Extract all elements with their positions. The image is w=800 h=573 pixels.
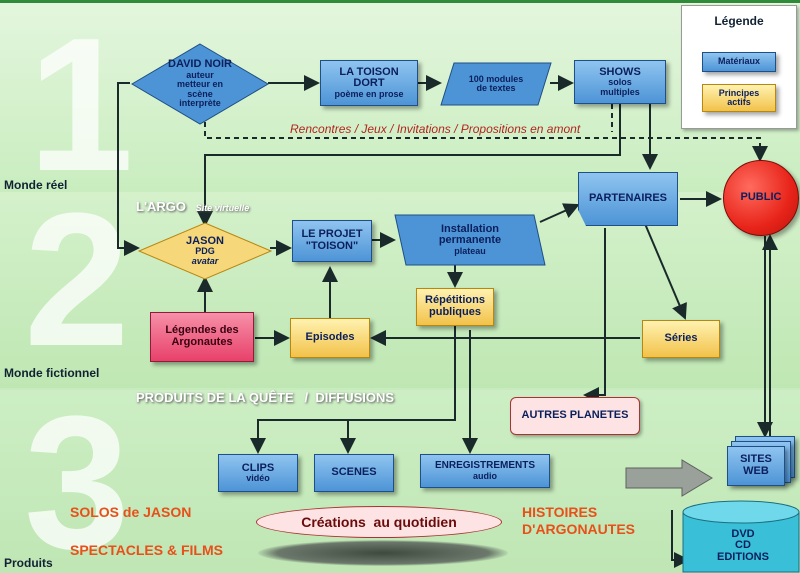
- legend-principles-line1: Principes: [718, 87, 760, 98]
- jason-line1: JASON: [186, 234, 224, 247]
- node-creations: Créations au quotidien: [256, 506, 502, 538]
- legend-materials: Matériaux: [702, 52, 776, 72]
- node-partenaires: PARTENAIRES: [578, 172, 678, 226]
- episodes-label: Episodes: [305, 331, 355, 344]
- jason-line3: avatar: [191, 255, 219, 266]
- dvd-line1: DVD: [731, 527, 755, 540]
- partenaires-label: PARTENAIRES: [588, 192, 668, 205]
- enregistrements-line2: audio: [473, 470, 497, 481]
- node-episodes: Episodes: [290, 318, 370, 358]
- node-dvd: DVD CD EDITIONS: [700, 522, 786, 570]
- jason-line2: PDG: [195, 246, 215, 257]
- argo-subtitle: Site virtuelle: [195, 203, 250, 213]
- legend-box: Légende Matériaux Principes actifs: [681, 5, 797, 129]
- spectacles-films-text: SPECTACLES & FILMS: [70, 542, 223, 558]
- installation-line2: permanente: [438, 234, 502, 247]
- david-noir-line4: interprète: [179, 98, 221, 109]
- shows-line1: SHOWS: [599, 65, 641, 78]
- repetitions-line1: Répétitions: [425, 294, 485, 307]
- sites-web-line2: WEB: [743, 465, 769, 477]
- modules-line1: 100 modules: [468, 73, 524, 84]
- node-autres-planetes: AUTRES PLANETES: [510, 397, 640, 435]
- scenes-label: SCENES: [331, 466, 377, 479]
- repetitions-line2: publiques: [429, 306, 481, 318]
- argo-title: L'ARGO: [136, 199, 187, 214]
- histoires-argonautes-text: HISTOIRES D'ARGONAUTES: [522, 504, 635, 538]
- installation-shape: [394, 214, 546, 266]
- creations-shadow: [258, 540, 508, 566]
- shows-line2: solos: [608, 77, 632, 88]
- node-sites-web: SITES WEB: [727, 446, 785, 486]
- node-100-modules: 100 modules de textes: [452, 64, 540, 104]
- section-number-2: 2: [24, 174, 130, 386]
- toison-line2: DORT: [353, 77, 385, 90]
- node-jason: JASON PDG avatar: [175, 230, 235, 272]
- node-shows: SHOWS solos multiples: [574, 60, 666, 104]
- series-label: Séries: [664, 332, 698, 345]
- legendes-line2: Argonautes: [171, 336, 233, 348]
- dvd-cylinder-shape: [682, 500, 800, 573]
- installation-line1: Installation: [440, 222, 500, 235]
- solos-jason-text: SOLOS de JASON: [70, 504, 192, 520]
- clips-line2: vidéo: [246, 473, 270, 484]
- rencontres-text: Rencontres / Jeux / Invitations / Propos…: [290, 122, 581, 136]
- david-noir-line3: metteur en scène: [176, 79, 223, 99]
- node-david-noir: DAVID NOIR auteur metteur en scène inter…: [165, 56, 235, 112]
- grey-arrow-icon: [625, 459, 713, 497]
- jason-shape: [138, 222, 272, 280]
- legend-principles-line2: actifs: [727, 97, 751, 107]
- enregistrements-line1: ENREGISTREMENTS: [434, 460, 535, 472]
- zone-label-fictional-world: Monde fictionnel: [4, 366, 100, 380]
- legendes-line1: Légendes des: [165, 324, 239, 337]
- dvd-line3: EDITIONS: [717, 550, 769, 563]
- node-clips: CLIPS vidéo: [218, 454, 298, 492]
- node-legendes: Légendes des Argonautes: [150, 312, 254, 362]
- installation-line3: plateau: [454, 245, 486, 256]
- modules-line2: de textes: [476, 83, 516, 93]
- projet-line1: LE PROJET: [301, 228, 363, 241]
- dvd-line2: CD: [735, 539, 751, 552]
- histoires-line2: D'ARGONAUTES: [522, 520, 635, 537]
- section-number-1: 1: [28, 0, 134, 211]
- public-label: PUBLIC: [740, 191, 782, 204]
- node-la-toison-dort: LA TOISON DORT poème en prose: [320, 60, 418, 106]
- david-noir-shape: [131, 43, 269, 125]
- node-public: PUBLIC: [723, 160, 799, 236]
- section-number-3: 3: [24, 377, 130, 573]
- shows-line3: multiples: [600, 86, 640, 97]
- toison-line3: poème en prose: [334, 88, 404, 99]
- david-noir-line2: auteur: [186, 69, 214, 80]
- node-enregistrements: ENREGISTREMENTS audio: [420, 454, 550, 488]
- legend-materials-label: Matériaux: [717, 56, 761, 67]
- modules-shape: [440, 62, 552, 106]
- zone-label-real-world: Monde réel: [4, 178, 68, 192]
- node-le-projet-toison: LE PROJET "TOISON": [292, 220, 372, 262]
- produits-quete-heading: PRODUITS DE LA QUÊTE / DIFFUSIONS: [136, 390, 395, 405]
- sites-web-line1: SITES: [740, 453, 772, 466]
- toison-line1: LA TOISON: [339, 65, 399, 78]
- node-series: Séries: [642, 320, 720, 358]
- autres-planetes-label: AUTRES PLANETES: [521, 409, 629, 422]
- creations-label: Créations au quotidien: [301, 513, 457, 530]
- node-scenes: SCENES: [314, 454, 394, 492]
- david-noir-title: DAVID NOIR: [168, 58, 232, 71]
- zone-label-products: Produits: [4, 556, 53, 570]
- node-repetitions: Répétitions publiques: [416, 288, 494, 326]
- argo-label: L'ARGO Site virtuelle: [136, 199, 249, 214]
- legend-active-principles: Principes actifs: [702, 84, 776, 112]
- node-installation: Installation permanente plateau: [404, 218, 536, 262]
- histoires-line1: HISTOIRES: [522, 504, 598, 520]
- projet-line2: "TOISON": [305, 240, 359, 252]
- legend-title: Légende: [714, 14, 764, 28]
- clips-line1: CLIPS: [241, 461, 275, 474]
